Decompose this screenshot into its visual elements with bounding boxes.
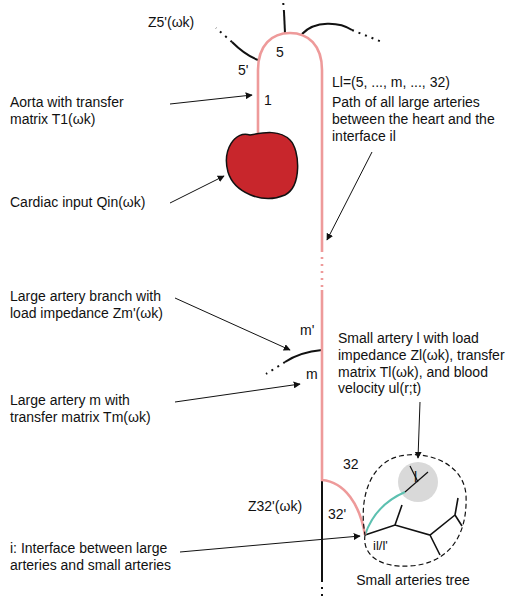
leader-arrow	[180, 536, 360, 552]
vessel-number: 32	[343, 456, 359, 473]
callout-text: Aorta with transfer matrix T1(ωk)	[10, 94, 165, 128]
vessel-branch	[285, 350, 322, 362]
vessel-branch	[321, 480, 323, 580]
path-label: Ll=(5, ..., m, ..., 32)	[332, 74, 522, 91]
vessel-number: 5	[276, 44, 284, 61]
vessel-number: 32'	[328, 506, 346, 523]
dashed-outline	[363, 455, 466, 567]
vessel-number: 5'	[238, 62, 248, 79]
vessel-continuation	[216, 28, 232, 42]
vessel-continuation	[283, 0, 284, 12]
callout-text: Path of all large arteries between the h…	[332, 94, 522, 144]
vessel-branch	[232, 42, 258, 60]
large-artery-path	[322, 290, 365, 535]
vessel-continuation	[321, 580, 323, 598]
vessel-continuation	[352, 30, 382, 42]
vessel-number: 1	[264, 92, 272, 109]
vessel-number: m'	[300, 322, 314, 339]
grey-patch	[398, 462, 438, 502]
small-artery-branches	[365, 498, 462, 555]
vessel-branch	[302, 24, 352, 34]
impedance-label: Z5'(ωk)	[148, 14, 194, 31]
impedance-label: Z32'(ωk)	[248, 498, 302, 515]
small-artery-branches	[405, 466, 428, 492]
interface-label: il/l'	[373, 538, 388, 554]
leader-arrow	[170, 176, 224, 203]
region-caption: Small arteries tree	[356, 572, 470, 589]
small-arteries-region: Small arteries tree	[352, 446, 474, 591]
vessel-number: m	[306, 366, 318, 383]
callout-text: Cardiac input Qin(ωk)	[10, 194, 170, 211]
leader-arrow	[175, 384, 300, 402]
leader-arrow	[418, 402, 420, 458]
leader-arrow	[327, 152, 372, 240]
vessel-number: l	[414, 469, 417, 486]
callout-text: Large artery branch with load impedance …	[10, 288, 170, 322]
vessel-branch	[284, 12, 285, 33]
dashed-outline	[352, 446, 474, 572]
vessel-continuation	[266, 362, 285, 374]
small-artery-l	[365, 492, 405, 535]
leader-arrow	[170, 95, 252, 104]
leader-arrow	[175, 298, 290, 350]
callout-text: Large artery m with transfer matrix Tm(ω…	[10, 392, 170, 426]
callout-text: i: Interface between large arteries and …	[10, 540, 175, 574]
large-artery-path	[321, 250, 324, 290]
callout-text: Small artery l with load impedance Zl(ωk…	[338, 330, 521, 397]
heart	[227, 133, 298, 199]
